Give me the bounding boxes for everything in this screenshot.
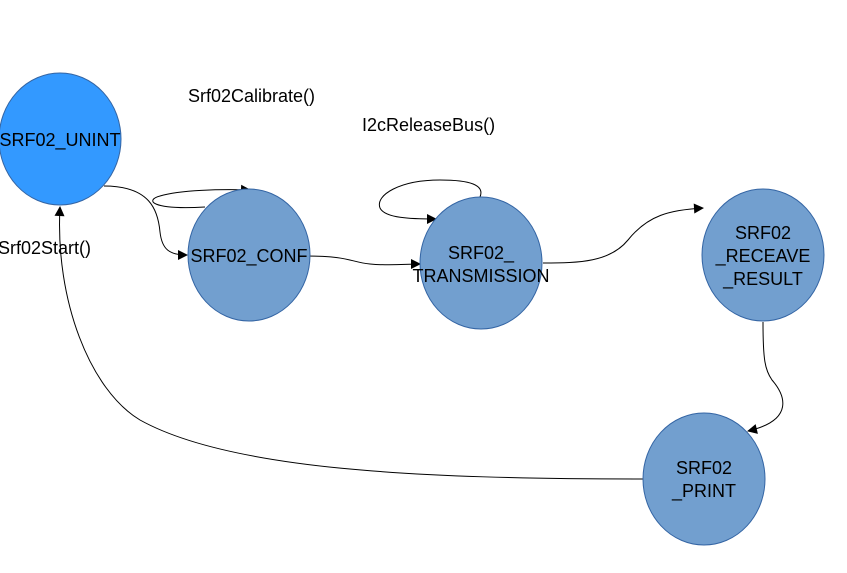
state-label-line: _RESULT <box>722 269 803 290</box>
state-srf02-conf: SRF02_CONF <box>187 188 311 322</box>
state-label-line: SRF02_CONF <box>190 246 307 267</box>
edge-conf-to-transmission <box>304 255 421 270</box>
state-circle <box>187 188 311 322</box>
state-label-line: TRANSMISSION <box>412 266 549 286</box>
edge-unint-to-conf <box>103 185 188 260</box>
transition-label-calibrate: Srf02Calibrate() <box>188 86 315 106</box>
state-srf02-print: SRF02 _PRINT <box>642 412 766 546</box>
state-srf02-receave-result: SRF02 _RECEAVE _RESULT <box>701 188 825 322</box>
state-label-line: _PRINT <box>671 481 736 502</box>
state-label-line: SRF02_ <box>448 243 515 264</box>
state-label-line: SRF02_UNINT <box>0 130 121 151</box>
state-circle <box>0 72 122 206</box>
edge-receave-result-to-print <box>747 321 784 434</box>
transition-label-start: Srf02Start() <box>0 238 91 258</box>
state-srf02-transmission: SRF02_ TRANSMISSION <box>412 196 550 330</box>
edge-transmission-to-receave-result <box>542 203 704 264</box>
state-srf02-unint: SRF02_UNINT <box>0 72 122 206</box>
state-circle <box>642 412 766 546</box>
edge-transmission-self-loop <box>378 179 482 224</box>
state-label-line: SRF02 <box>676 458 732 478</box>
edge-print-to-unint <box>54 206 644 480</box>
state-label-line: _RECEAVE <box>715 246 811 267</box>
state-circle <box>701 188 825 322</box>
state-circle <box>419 196 543 330</box>
state-label-line: SRF02 <box>735 223 791 243</box>
edge-conf-self-loop <box>152 184 251 209</box>
transition-label-release-bus: I2cReleaseBus() <box>362 115 495 135</box>
